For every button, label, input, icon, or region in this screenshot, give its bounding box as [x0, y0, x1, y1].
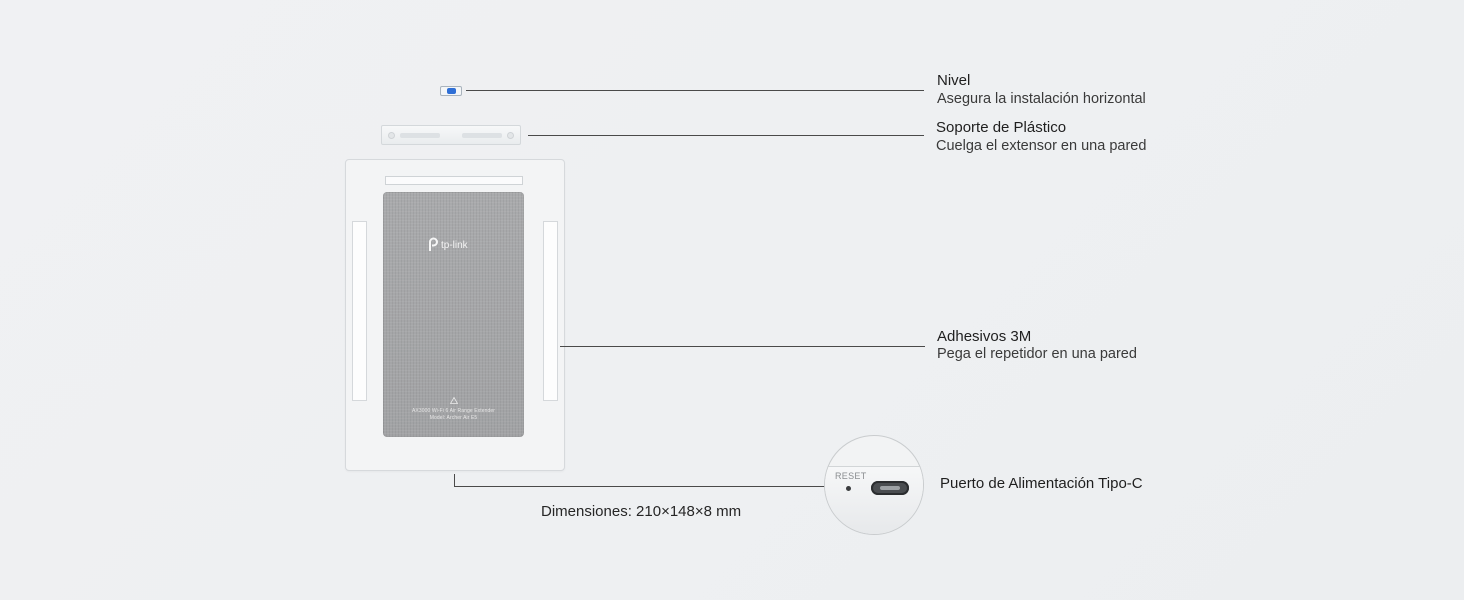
port-leader-line [454, 486, 826, 487]
bracket-screw-hole [507, 132, 514, 139]
adhesive-subtitle: Pega el repetidor en una pared [937, 346, 1137, 362]
port-casing [825, 466, 923, 534]
bracket-title: Soporte de Plástico [936, 119, 1067, 136]
level-accessory [440, 86, 462, 96]
device-model-line2: Model: Archer Air E5 [429, 415, 478, 421]
bracket-screw-hole [388, 132, 395, 139]
level-bubble-icon [447, 88, 456, 94]
bracket-subtitle: Cuelga el extensor en una pared [936, 138, 1147, 154]
plate-top-slot [385, 176, 523, 185]
brand-logo-text: tp-link [441, 240, 468, 251]
level-title: Nivel [937, 72, 971, 89]
range-extender: tp-link AX3000 Wi-Fi 6 Air Range Extende… [383, 192, 524, 437]
level-subtitle: Asegura la instalación horizontal [937, 91, 1146, 107]
reset-label: RESET [835, 471, 867, 481]
dimensions-text: Dimensiones: 210×148×8 mm [541, 503, 742, 520]
port-leader-vertical [454, 474, 455, 486]
power-port-closeup: RESET [824, 435, 924, 535]
bracket-slot [462, 133, 502, 138]
adhesive-title: Adhesivos 3M [937, 328, 1032, 345]
usb-c-tongue [880, 486, 900, 490]
usb-c-port-icon [871, 481, 909, 495]
reset-pinhole-icon [846, 486, 851, 491]
adhesive-strip-right [543, 221, 558, 401]
bracket-slot [400, 133, 440, 138]
adhesive-leader-line [560, 346, 925, 347]
adhesive-strip-left [352, 221, 367, 401]
plastic-bracket [381, 125, 521, 145]
level-leader-line [466, 90, 924, 91]
tp-link-logo-icon [429, 237, 438, 251]
bracket-leader-line [528, 135, 924, 136]
warning-triangle-icon [450, 397, 458, 404]
device-model-line1: AX3000 Wi-Fi 6 Air Range Extender [411, 408, 496, 414]
power-port-title: Puerto de Alimentación Tipo-C [940, 475, 1143, 492]
